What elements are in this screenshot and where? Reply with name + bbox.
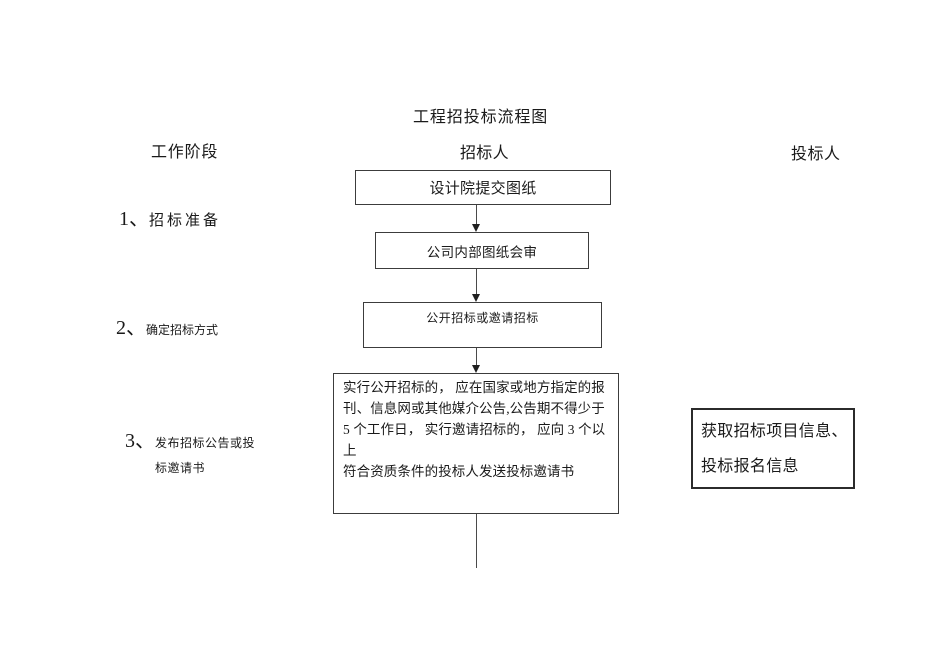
- stage-label: 招标准备: [149, 213, 222, 229]
- stage-number: 3、: [125, 430, 155, 452]
- connector-line-3: [476, 348, 477, 365]
- connector-line-1: [476, 205, 477, 224]
- stage-item-2: 2、 确定招标方式: [116, 311, 218, 340]
- stage-label: 发布招标公告或投 标邀请书: [155, 436, 256, 475]
- flow-box-announcement-rules: 实行公开招标的， 应在国家或地方指定的报 刊、信息网或其他媒介公告,公告期不得少…: [333, 373, 619, 514]
- flow-box-internal-review: 公司内部图纸会审: [375, 232, 589, 269]
- stage-item-1: 1、 招标准备: [119, 202, 221, 231]
- down-arrow-icon: [472, 224, 480, 232]
- column-header-tenderer: 招标人: [460, 145, 509, 162]
- flow-box-design-submit: 设计院提交图纸: [355, 170, 611, 205]
- down-arrow-icon: [472, 365, 480, 373]
- stage-number: 2、: [116, 317, 146, 339]
- column-header-bidder: 投标人: [791, 146, 841, 163]
- connector-line-continuation: [476, 514, 477, 568]
- flow-box-bidder-info: 获取招标项目信息、 投标报名信息: [691, 408, 855, 489]
- connector-line-2: [476, 269, 477, 294]
- stage-number: 1、: [119, 208, 149, 230]
- down-arrow-icon: [472, 294, 480, 302]
- flow-box-tender-method: 公开招标或邀请招标: [363, 302, 602, 348]
- page-title: 工程招投标流程图: [413, 109, 549, 126]
- column-header-work-stage: 工作阶段: [151, 144, 219, 161]
- stage-item-3: 3、 发布招标公告或投 标邀请书: [125, 424, 255, 481]
- stage-label: 确定招标方式: [146, 323, 219, 337]
